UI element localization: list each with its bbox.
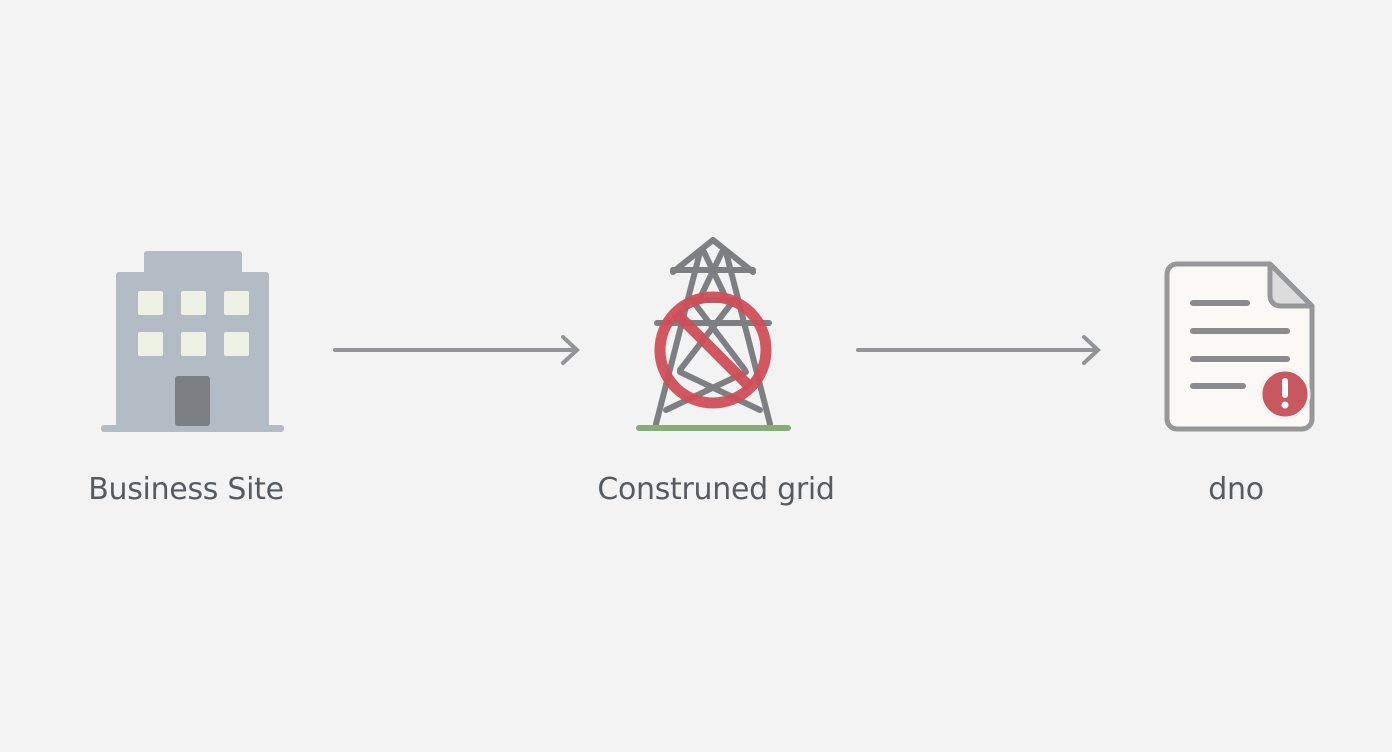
- arrow-right-icon: [856, 335, 1101, 365]
- node-label-dno: dno: [1208, 472, 1264, 507]
- document-warning-icon: [1164, 261, 1315, 432]
- building-icon: [101, 251, 284, 432]
- node-label-constrained-grid: Construned grid: [597, 472, 835, 507]
- node-label-business-site: Business Site: [88, 472, 284, 507]
- ground-line: [636, 425, 791, 431]
- door: [175, 376, 210, 426]
- blocked-pylon-icon: [636, 237, 791, 431]
- arrow-right-icon: [333, 335, 580, 365]
